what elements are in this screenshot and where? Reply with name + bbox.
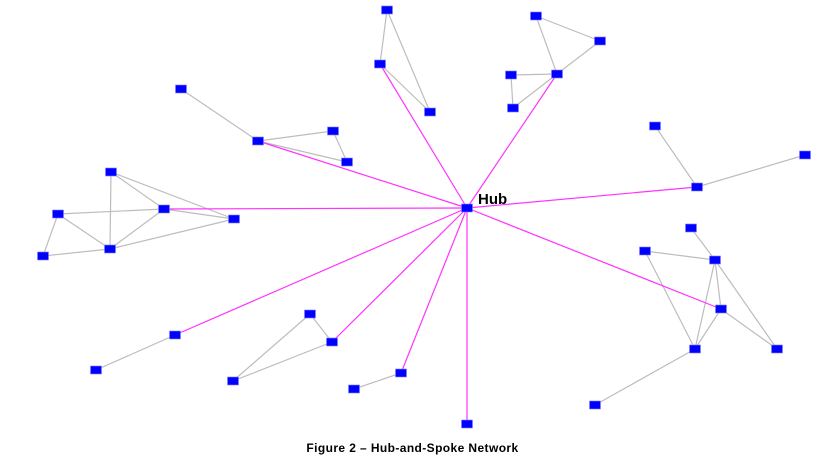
hub-edge-hub-g1 <box>174 207 468 336</box>
peer-edges <box>42 9 806 406</box>
node-d1 <box>105 167 117 177</box>
node-d3 <box>158 204 170 214</box>
peer-edge-b3-b5 <box>512 73 558 109</box>
hub-edge-hub-e3 <box>466 186 698 209</box>
node-f2 <box>639 246 651 256</box>
node-j1 <box>461 419 473 429</box>
peer-edge-e1-e3 <box>654 125 698 188</box>
node-e3 <box>691 182 703 192</box>
peer-edge-h1-h2 <box>309 313 333 343</box>
peer-edge-d1-d5 <box>109 171 112 250</box>
hub-edge-hub-c2 <box>257 140 468 209</box>
peer-edge-i1-i2 <box>353 372 402 390</box>
peer-edge-f2-f5 <box>644 250 696 350</box>
node-b3 <box>551 69 563 79</box>
node-e1 <box>649 121 661 131</box>
peer-edge-g1-g2 <box>95 334 176 371</box>
hub-edge-hub-f4 <box>466 207 722 310</box>
peer-edge-d2-d3 <box>57 208 165 215</box>
node-d6 <box>37 251 49 261</box>
node-f4 <box>715 304 727 314</box>
node-h2 <box>326 337 338 347</box>
node-e2 <box>799 150 811 160</box>
node-i2 <box>348 384 360 394</box>
hub-node <box>461 203 473 213</box>
node-f3 <box>709 255 721 265</box>
peer-edge-f3-f6 <box>714 259 778 350</box>
peer-edge-f4-f5 <box>694 308 722 350</box>
peer-edge-b1-b3 <box>535 15 558 75</box>
node-b2 <box>594 36 606 46</box>
hub-label: Hub <box>478 191 507 208</box>
peer-edge-d1-d4 <box>110 171 235 220</box>
peer-edge-d1-d3 <box>110 171 165 210</box>
peer-edge-f5-f7 <box>594 348 696 406</box>
node-c2 <box>252 136 264 146</box>
peer-edge-a1-a2 <box>379 9 388 65</box>
peer-edge-a2-a3 <box>379 63 431 113</box>
hub-edge-hub-i1 <box>400 207 468 374</box>
peer-edge-d3-d4 <box>163 208 235 220</box>
peer-edge-c1-c2 <box>180 88 259 142</box>
node-b1 <box>530 11 542 21</box>
peer-edge-b3-b4 <box>510 73 558 76</box>
peer-edge-a1-a3 <box>386 9 431 113</box>
peer-edge-d3-d5 <box>109 208 165 250</box>
node-a2 <box>374 59 386 69</box>
node-g2 <box>90 365 102 375</box>
node-c4 <box>341 157 353 167</box>
peer-edge-e2-e3 <box>696 154 806 188</box>
node-i1 <box>395 368 407 378</box>
node-a1 <box>381 5 393 15</box>
node-g1 <box>169 330 181 340</box>
node-c1 <box>175 84 187 94</box>
hub-edges <box>163 63 722 424</box>
node-f1 <box>685 223 697 233</box>
peer-edge-h1-h3 <box>232 313 311 382</box>
hub-edge-hub-b3 <box>466 73 558 209</box>
peer-edge-f3-f5 <box>694 259 716 350</box>
node-d2 <box>52 209 64 219</box>
node-b5 <box>507 103 519 113</box>
hub-edge-hub-a2 <box>379 63 468 209</box>
peer-edge-c2-c4 <box>257 140 348 163</box>
node-d5 <box>104 244 116 254</box>
node-c3 <box>327 126 339 136</box>
node-a3 <box>424 107 436 117</box>
peer-edge-d2-d5 <box>57 213 111 250</box>
peer-edge-f1-f3 <box>690 227 716 261</box>
node-f7 <box>589 400 601 410</box>
node-f6 <box>771 344 783 354</box>
peer-edge-c2-c3 <box>257 130 334 142</box>
peer-edge-f4-f6 <box>720 308 778 350</box>
peer-edge-c3-c4 <box>332 130 348 163</box>
node-f5 <box>689 344 701 354</box>
peer-edge-f2-f3 <box>644 250 716 261</box>
node-h1 <box>304 309 316 319</box>
peer-edge-b1-b2 <box>535 15 601 42</box>
peer-edge-h2-h3 <box>232 341 333 382</box>
hub-edge-hub-h2 <box>331 207 468 343</box>
peer-edge-d2-d6 <box>42 213 59 257</box>
nodes <box>37 5 811 429</box>
peer-edge-d4-d5 <box>109 218 235 250</box>
figure-caption: Figure 2 – Hub-and-Spoke Network <box>306 441 519 455</box>
hub-edge-hub-d3 <box>163 207 468 210</box>
peer-edge-f3-f4 <box>714 259 722 310</box>
node-d4 <box>228 214 240 224</box>
node-b4 <box>505 70 517 80</box>
peer-edge-b2-b3 <box>556 40 601 75</box>
peer-edge-d5-d6 <box>42 248 111 257</box>
node-h3 <box>227 376 239 386</box>
peer-edge-b4-b5 <box>510 74 514 109</box>
